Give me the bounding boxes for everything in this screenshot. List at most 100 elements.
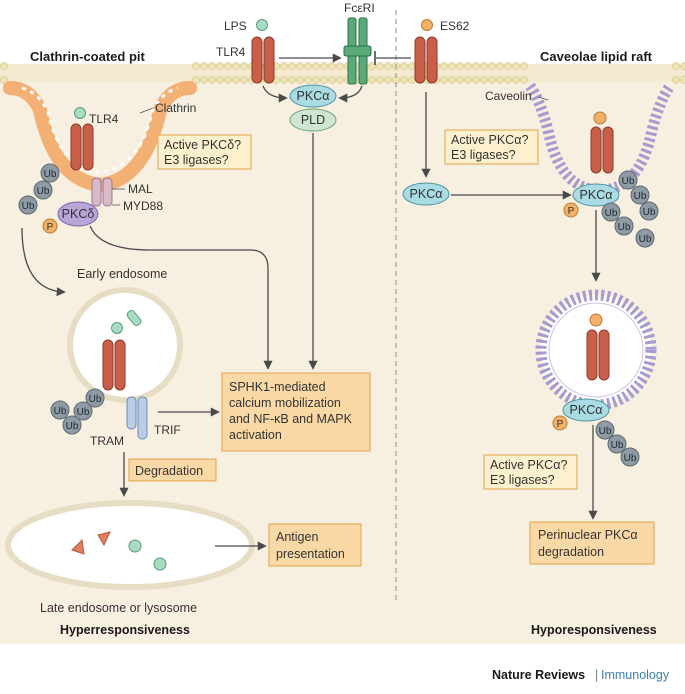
active-pkc-delta-box xyxy=(157,134,252,170)
pkc-alpha-top-node xyxy=(289,84,337,108)
plasma-membrane xyxy=(0,62,685,84)
ub-chain-top-left: Ub Ub Ub xyxy=(18,163,60,215)
phospho-p-2-label: P xyxy=(568,206,575,217)
myd88-adaptor xyxy=(102,177,113,207)
clathrin-label: Clathrin xyxy=(155,101,196,115)
svg-text:Ub: Ub xyxy=(624,453,637,464)
tlr4-top-label: TLR4 xyxy=(216,45,246,59)
svg-text:Ub: Ub xyxy=(634,191,647,202)
phospho-p-1-label: P xyxy=(47,222,54,233)
active-pkc-alpha-bottom-line1: Active PKCα? xyxy=(490,458,567,472)
pkc-alpha-vesicle-label: PKCα xyxy=(570,403,603,417)
perinuclear-degradation-box xyxy=(529,521,655,565)
journal-name: Nature Reviews xyxy=(492,668,585,682)
pld-node xyxy=(289,108,337,132)
mal-label: MAL xyxy=(128,182,153,196)
journal-separator: | xyxy=(595,668,598,682)
svg-text:Ub: Ub xyxy=(54,406,67,417)
tlr4-receptor-left xyxy=(70,123,82,171)
degradation-label: Degradation xyxy=(135,464,203,478)
svg-text:Ub: Ub xyxy=(618,222,631,233)
active-pkc-delta-line1: Active PKCδ? xyxy=(164,138,241,152)
svg-text:Ub: Ub xyxy=(605,208,618,219)
perinuclear-line2: degradation xyxy=(538,545,604,559)
early-endosome xyxy=(67,287,183,403)
late-endosome xyxy=(5,500,255,590)
hyporesponsiveness-label: Hyporesponsiveness xyxy=(531,623,657,637)
es62-receptor-left xyxy=(414,36,426,84)
ub-chain-endosome: Ub Ub Ub Ub xyxy=(50,388,105,435)
phospho-p-1 xyxy=(42,218,58,234)
fceri-label: FcεRI xyxy=(344,1,375,15)
phospho-p-3 xyxy=(552,415,568,431)
caveolar-vesicle xyxy=(535,289,657,411)
sphk1-line1: SPHK1-mediated xyxy=(229,380,326,394)
sphk1-line3: and NF-κB and MAPK xyxy=(229,412,353,426)
tlr4-ligand-dot xyxy=(74,107,86,119)
active-pkc-delta-line2: E3 ligases? xyxy=(164,153,229,167)
tram-adaptor xyxy=(126,396,137,430)
svg-text:Ub: Ub xyxy=(37,186,50,197)
svg-text:Ub: Ub xyxy=(611,440,624,451)
caveolin-leader xyxy=(537,96,549,101)
antigen-line2: presentation xyxy=(276,547,345,561)
active-pkc-alpha-bottom-box xyxy=(483,454,578,490)
pkc-alpha-vesicle-node xyxy=(562,398,610,422)
tlr4-to-pkc-arrow xyxy=(262,85,288,103)
degradation-box xyxy=(128,458,217,482)
tlr4-top-receptor-right xyxy=(263,36,275,84)
pkc-delta-node xyxy=(57,201,99,227)
fceri-to-pkc-arrow xyxy=(338,85,363,103)
tlr4-top-receptor-left xyxy=(251,36,263,84)
trif-label: TRIF xyxy=(154,423,181,437)
sphk1-box xyxy=(221,372,371,452)
svg-text:Ub: Ub xyxy=(77,407,90,418)
tram-label: TRAM xyxy=(90,434,124,448)
svg-text:Ub: Ub xyxy=(639,234,652,245)
clathrin-pit-title: Clathrin-coated pit xyxy=(30,49,146,64)
lps-ligand xyxy=(256,19,268,31)
journal-section: Immunology xyxy=(601,668,670,682)
perinuclear-line1: Perinuclear PKCα xyxy=(538,528,638,542)
svg-text:Ub: Ub xyxy=(89,394,102,405)
pld-label: PLD xyxy=(301,113,325,127)
svg-text:Ub: Ub xyxy=(643,207,656,218)
svg-text:Ub: Ub xyxy=(599,426,612,437)
sphk1-line2: calcium mobilization xyxy=(229,396,341,410)
caveolae-raft-title: Caveolae lipid raft xyxy=(540,49,653,64)
fceri-receptor xyxy=(343,17,372,85)
pkc-alpha-free-label: PKCα xyxy=(410,187,443,201)
pit-to-endosome-arrow xyxy=(21,227,66,297)
active-pkc-alpha-box xyxy=(444,129,539,165)
pkc-alpha-caveolae-node xyxy=(572,183,620,207)
tlr4-receptor-right xyxy=(82,123,94,171)
lps-label: LPS xyxy=(224,19,247,33)
early-endosome-label: Early endosome xyxy=(77,267,167,281)
es62-ligand xyxy=(421,19,433,31)
es62-label: ES62 xyxy=(440,19,470,33)
svg-text:Ub: Ub xyxy=(66,421,79,432)
svg-text:Ub: Ub xyxy=(44,169,57,180)
svg-text:Ub: Ub xyxy=(622,176,635,187)
trif-adaptor xyxy=(137,396,148,440)
active-pkc-alpha-bottom-line2: E3 ligases? xyxy=(490,473,555,487)
tlr4-pit-label: TLR4 xyxy=(89,112,119,126)
sphk1-line4: activation xyxy=(229,428,282,442)
phospho-p-2 xyxy=(563,202,579,218)
ub-chain-top-right: Ub Ub Ub Ub Ub Ub xyxy=(601,170,659,248)
es62-receptor-right xyxy=(426,36,438,84)
pkc-alpha-caveolae-label: PKCα xyxy=(580,188,613,202)
pkc-delta-label: PKCδ xyxy=(62,207,95,221)
mal-adaptor xyxy=(91,177,102,207)
active-pkc-alpha-line1: Active PKCα? xyxy=(451,133,528,147)
antigen-line1: Antigen xyxy=(276,530,318,544)
pkc-alpha-free-node xyxy=(402,182,450,206)
active-pkc-alpha-line2: E3 ligases? xyxy=(451,148,516,162)
ub-chain-vesicle-right: Ub Ub Ub xyxy=(595,420,640,467)
caveolin-label: Caveolin xyxy=(485,89,532,103)
late-endosome-label: Late endosome or lysosome xyxy=(40,601,197,615)
clathrin-leader xyxy=(139,107,154,114)
pkc-alpha-top-label: PKCα xyxy=(297,89,330,103)
